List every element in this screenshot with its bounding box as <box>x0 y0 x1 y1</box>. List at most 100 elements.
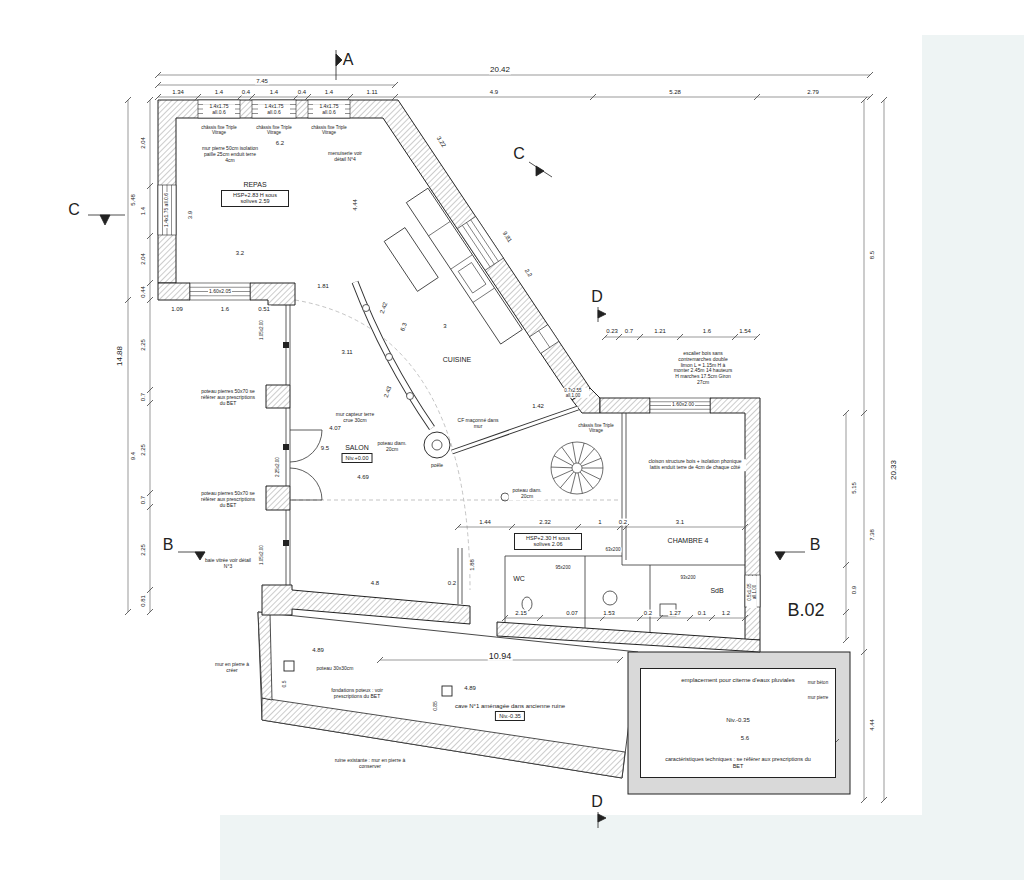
note-label: 0.5x1.05 all.1.00 <box>747 576 757 608</box>
interior-partition <box>286 305 745 632</box>
dimension-line <box>128 100 129 612</box>
dimension-line <box>147 97 153 103</box>
room-level: Niv.-0.35 <box>495 711 525 721</box>
room-tag: REPASHSP+2.83 H sous solives 2.59 <box>221 181 289 207</box>
section-mark <box>100 215 110 225</box>
dimension-line <box>590 94 596 100</box>
staircase <box>581 470 600 479</box>
staircase <box>572 442 576 463</box>
earth-wall <box>363 305 370 312</box>
window-frame <box>171 185 172 235</box>
note-label: châssis fixe Triple Vitrage <box>307 125 351 135</box>
note-label: ruine existante : mur en pierre à conser… <box>329 758 411 770</box>
dimension-line <box>150 100 151 612</box>
dimension-label: 1.2 <box>721 610 731 617</box>
dimension-line <box>602 334 608 340</box>
note-label: 0.7x2.55 all.1.00 <box>557 388 589 398</box>
diagonal-wall-detail <box>539 331 550 348</box>
dimension-label: 7.45 <box>255 78 269 85</box>
note-label: 1.4x1.75 all.0.6 <box>203 104 235 116</box>
window-frame <box>252 100 296 118</box>
staircase <box>553 470 572 479</box>
section-marker: B.02 <box>786 600 825 621</box>
dimension-line <box>677 334 683 340</box>
dimension-line <box>147 504 153 510</box>
dimension-line <box>861 797 867 803</box>
dimension-label: 95x200 <box>555 565 572 570</box>
staircase <box>551 467 572 469</box>
room-note: caractéristiques techniques : se référer… <box>663 756 813 769</box>
window-frame <box>650 398 710 413</box>
diagonal-wall-detail <box>471 220 499 262</box>
cave-outline <box>442 686 452 696</box>
dimension-line <box>843 609 849 615</box>
dimension-label: 0.44 <box>140 285 147 299</box>
dimension-label: 4.07 <box>328 425 342 432</box>
dimension-label: 5.28 <box>668 89 682 96</box>
section-marker: B <box>162 536 175 554</box>
dimension-label: 0.2 <box>447 580 457 587</box>
dimension-label: 3.11 <box>340 349 353 356</box>
dimension-line <box>742 524 748 530</box>
dimension-label: 93x200 <box>680 575 697 580</box>
dimension-line <box>537 615 543 621</box>
stone-wall <box>266 385 290 408</box>
dimension-label: 1.88 <box>469 558 476 572</box>
note-label: mur capteur terre crue 30cm <box>332 412 379 424</box>
facade-post <box>283 342 289 546</box>
cistern-wall <box>628 652 850 794</box>
dimension-label: 9.81 <box>500 229 513 244</box>
note-label: 1.4x1.75 all.0.6 <box>258 104 290 116</box>
dimension-label: 0.23 <box>605 328 619 335</box>
dimension-label: 3.1 <box>675 519 685 526</box>
diagonal-wall-detail <box>530 325 559 354</box>
dimension-line <box>147 280 153 286</box>
window-frame <box>308 100 350 118</box>
diagonal-wall-detail <box>458 263 486 294</box>
cave-outline <box>262 698 625 778</box>
dimension-label: 2.04 <box>140 136 147 150</box>
stone-wall <box>266 486 290 510</box>
note-label: poteau diam. 20cm <box>374 441 411 453</box>
dimension-label: 0.85 <box>433 700 439 712</box>
room-level: Niv.+0.00 <box>342 453 373 463</box>
dimension-line <box>881 97 887 103</box>
dimension-line <box>709 615 715 621</box>
window-frame <box>650 409 710 410</box>
dimension-label: 0.2 <box>643 610 653 617</box>
stone-wall <box>158 100 760 652</box>
note-label: cloison structure bois + isolation phoni… <box>644 459 746 471</box>
diagonal-wall-detail <box>384 228 438 292</box>
dimension-label: 9.4 <box>130 451 137 461</box>
dimension-label: 1.42 <box>531 403 545 410</box>
dimension-line <box>347 94 353 100</box>
dimension-label: 5.15 <box>851 481 858 495</box>
dimension-line <box>867 72 873 78</box>
dimension-label: 1.05x2.00 <box>259 319 264 341</box>
room-tag: HSP+2.30 H sous solives 2.06 <box>514 532 582 550</box>
note-label: mur pierre <box>807 695 830 700</box>
dimension-line <box>637 334 643 340</box>
dimension-label: 4.89 <box>311 647 325 654</box>
interior-partition <box>290 430 322 462</box>
dimension-line <box>125 609 131 615</box>
stone-wall <box>600 398 650 413</box>
staircase <box>580 472 593 489</box>
interior-partition <box>585 556 586 628</box>
dimension-line <box>455 524 461 530</box>
dimension-label: 0.2 <box>618 519 628 526</box>
window-frame <box>190 283 250 300</box>
dimension-label: 2.25 <box>140 543 147 557</box>
dimension-line <box>754 334 760 340</box>
interior-partition <box>650 565 651 632</box>
dimension-label: 2.79 <box>806 89 820 96</box>
window-frame <box>745 575 760 607</box>
dimension-line <box>861 97 867 103</box>
diagonal-wall-detail <box>473 288 495 302</box>
dimension-label: 0.5 <box>282 680 288 689</box>
dimension-label: 1.60x2.05 <box>208 289 232 295</box>
dimension-label: 2.04 <box>140 252 147 266</box>
earth-wall <box>386 354 393 361</box>
earth-wall <box>355 282 432 428</box>
dimension-label: 0.51 <box>257 306 271 313</box>
